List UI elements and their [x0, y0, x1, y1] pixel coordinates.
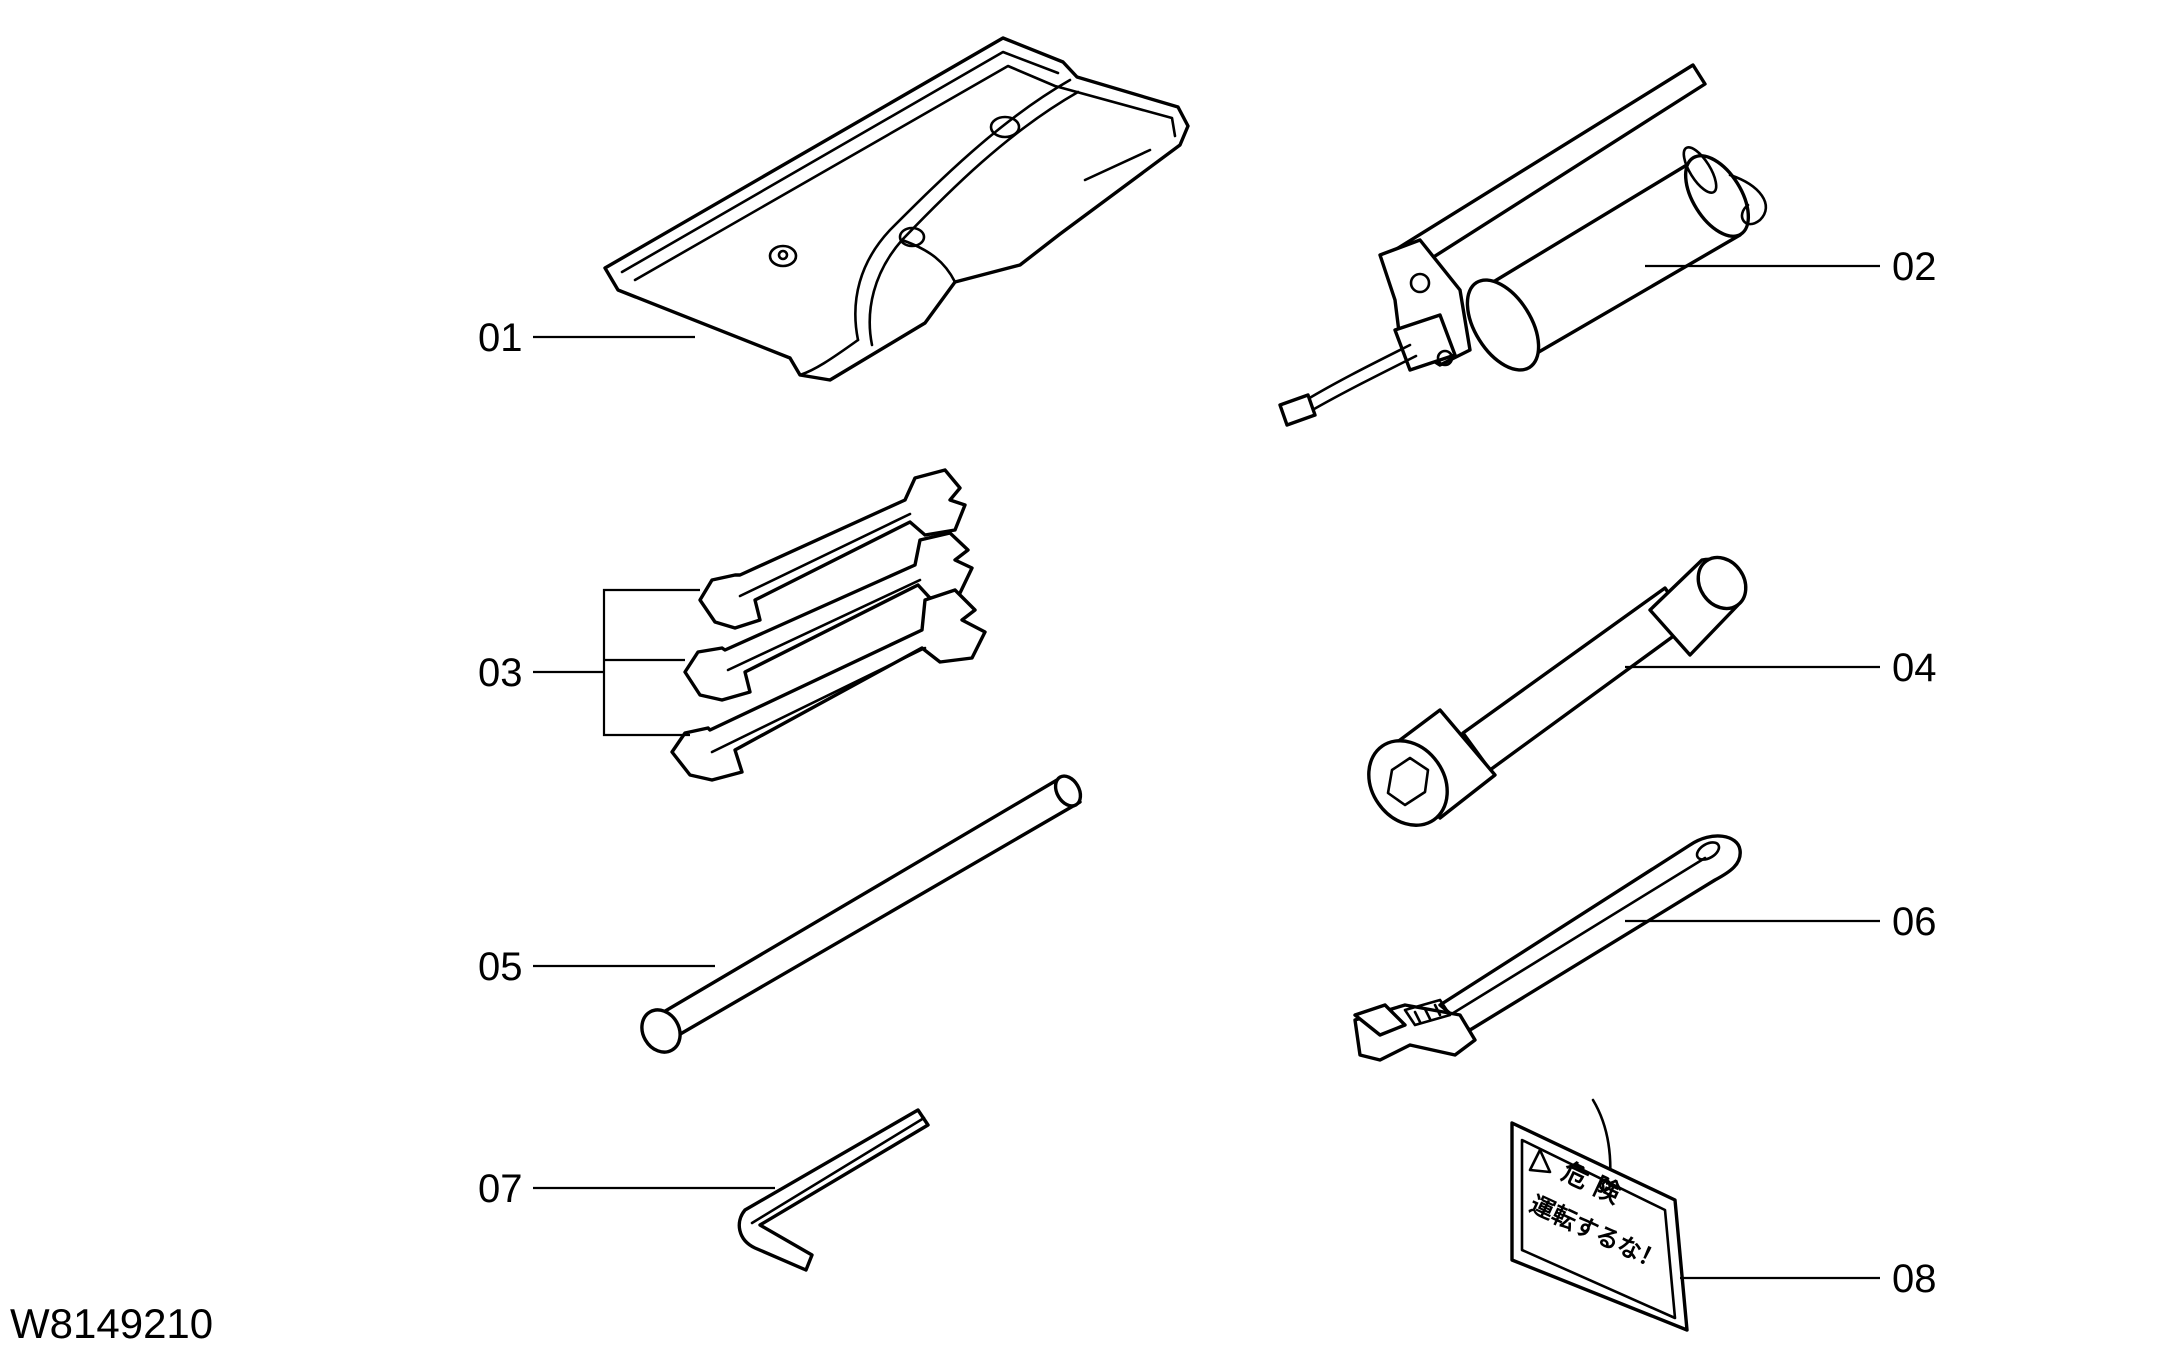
callout-labels: 01 02 03 04 05 06 07 08 — [478, 245, 1937, 1301]
callout-01: 01 — [478, 316, 523, 360]
box-spanner-illustration — [1367, 555, 1748, 827]
callout-06: 06 — [1892, 900, 1937, 944]
hex-key-illustration — [737, 1108, 930, 1272]
callout-04: 04 — [1892, 646, 1937, 690]
callout-08: 08 — [1892, 1257, 1937, 1301]
callout-07: 07 — [478, 1167, 523, 1211]
grease-gun-illustration — [1278, 63, 1768, 427]
figure-code: W8149210 — [10, 1300, 213, 1347]
callout-leaders — [533, 264, 1880, 1280]
warning-tag-illustration: 危 険 運転するな！ — [1510, 1098, 1689, 1332]
spanners-illustration — [602, 468, 987, 782]
rod-illustration — [640, 774, 1083, 1054]
adjustable-wrench-illustration — [1353, 834, 1742, 1062]
callout-05: 05 — [478, 945, 523, 989]
callout-03: 03 — [478, 651, 523, 695]
callout-02: 02 — [1892, 245, 1937, 289]
tool-bag-illustration — [603, 36, 1190, 382]
